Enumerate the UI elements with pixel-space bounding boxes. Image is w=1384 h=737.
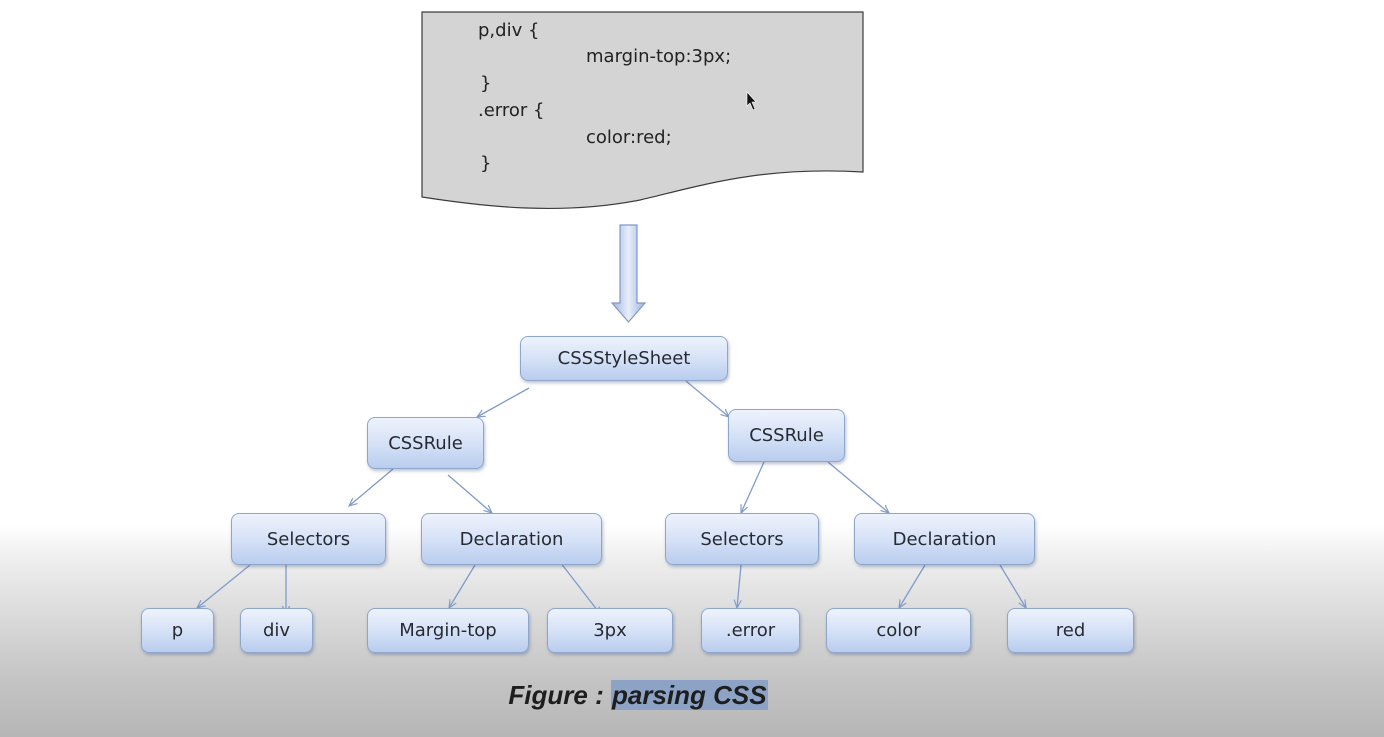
code-line-close-2: } xyxy=(480,153,492,174)
node-selector-p: p xyxy=(141,608,214,653)
edge-selectors1-p xyxy=(197,564,251,608)
edge-declaration2-red xyxy=(999,564,1026,608)
edge-declaration1-3px xyxy=(556,557,601,615)
edge-root-rule2 xyxy=(685,380,729,417)
node-cssrule-2: CSSRule xyxy=(728,409,845,462)
code-document-shape xyxy=(421,11,864,210)
node-selectors-1: Selectors xyxy=(231,513,386,565)
node-value-3px: 3px xyxy=(547,608,673,653)
node-value-red: red xyxy=(1007,608,1134,653)
edge-declaration1-margin-top xyxy=(449,564,476,608)
edge-root-rule1 xyxy=(477,387,530,417)
figure-caption: Figure : parsing CSS xyxy=(0,680,1276,711)
code-line-declaration-2: color:red; xyxy=(586,127,672,148)
edge-selectors2-error xyxy=(737,564,741,608)
node-selector-div: div xyxy=(240,608,313,653)
node-declaration-2: Declaration xyxy=(854,513,1035,565)
code-line-selector-1: p,div { xyxy=(478,20,540,41)
edge-rule2-declaration xyxy=(827,461,889,513)
tree-edges xyxy=(197,380,1026,615)
caption-highlighted-text: parsing CSS xyxy=(610,680,768,710)
node-selectors-2: Selectors xyxy=(665,513,819,565)
code-line-declaration-1: margin-top:3px; xyxy=(586,46,732,67)
node-cssstylesheet: CSSStyleSheet xyxy=(520,336,728,381)
down-arrow-icon xyxy=(610,224,647,323)
node-declaration-1: Declaration xyxy=(421,513,602,565)
edge-rule1-selectors xyxy=(349,468,394,506)
code-line-selector-2: .error { xyxy=(478,100,545,121)
edge-rule2-selectors xyxy=(740,461,765,513)
edge-rule1-declaration xyxy=(447,474,492,513)
mouse-pointer-icon xyxy=(746,91,757,111)
code-line-close-1: } xyxy=(480,73,492,94)
caption-prefix: Figure : xyxy=(508,680,611,710)
node-property-margin-top: Margin-top xyxy=(367,608,529,653)
node-cssrule-1: CSSRule xyxy=(367,417,484,469)
node-property-color: color xyxy=(826,608,971,653)
node-selector-error: .error xyxy=(701,608,800,653)
edge-declaration2-color xyxy=(899,564,926,608)
